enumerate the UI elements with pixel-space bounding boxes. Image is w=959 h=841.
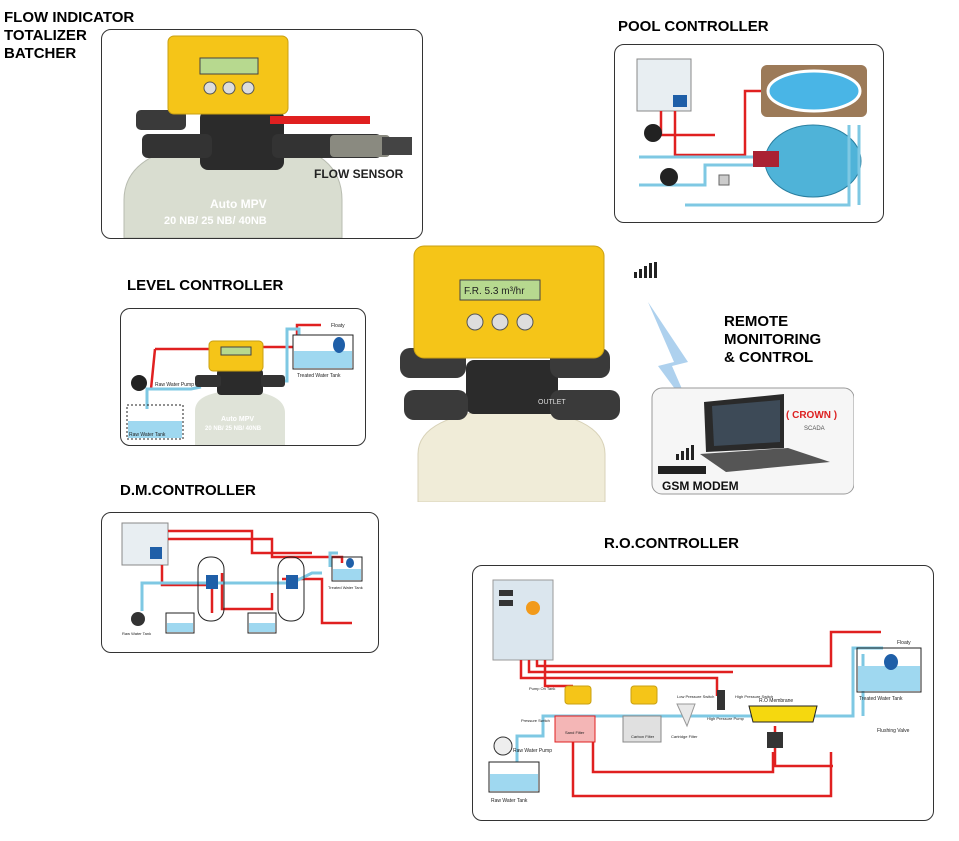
ro-controller-title: R.O.CONTROLLER: [604, 535, 739, 552]
pool-controller-illustration: [636, 58, 867, 207]
display-readout: F.R. 5.3 m³/hr: [464, 286, 525, 297]
crown-brand-label: ( CROWN ): [786, 410, 837, 421]
level-tank-label-2: 20 NB/ 25 NB/ 40NB: [205, 426, 262, 432]
ro-flushing-valve-label: Flushing Valve: [877, 728, 910, 734]
dm-treated-tank-label: Treated Water Tank: [328, 585, 363, 590]
scada-label: SCADA: [804, 426, 825, 432]
gsm-modem-label: GSM MODEM: [662, 479, 739, 493]
ro-cartridge-filter-label: Cartridge Filter: [671, 734, 698, 739]
ro-pump-on-tank-label: Pump On Tank: [529, 686, 555, 691]
center-mpv-unit: OUTLET F.R. 5.3 m³/hr: [400, 244, 625, 503]
remote-monitoring-title: REMOTE MONITORING & CONTROL: [724, 313, 822, 366]
dm-controller-title: D.M.CONTROLLER: [120, 482, 256, 499]
ro-pressure-switch-label: Pressure Switch: [521, 718, 550, 723]
level-floaty-label: Floaty: [331, 323, 345, 329]
pool-controller-panel: [614, 44, 884, 223]
ro-membrane-label: R.O Membrane: [759, 698, 793, 704]
ro-low-pressure-switch-label: Low Pressure Switch: [677, 694, 714, 699]
level-raw-tank-label: Raw Water Tank: [129, 432, 166, 438]
flow-indicator-panel: Auto MPV 20 NB/ 25 NB/ 40NB FLOW SENSOR: [101, 29, 423, 239]
dm-controller-panel: Raw Water Tank Treated Water Tank: [101, 512, 379, 653]
ro-controller-illustration: Floaty Treated Water Tank Flushing Valve…: [488, 579, 922, 804]
level-raw-pump-label: Raw Water Pump: [155, 382, 194, 388]
ro-floaty-label: Floaty: [897, 640, 911, 646]
remote-monitoring-graphic: ( CROWN ) SCADA GSM MODEM: [634, 262, 855, 496]
level-controller-panel: Auto MPV 20 NB/ 25 NB/ 40NB Raw Water Pu…: [120, 308, 366, 446]
dm-raw-tank-label: Raw Water Tank: [122, 631, 151, 636]
ro-raw-pump-label: Raw Water Pump: [513, 748, 552, 754]
signal-icon: [634, 262, 657, 278]
level-treated-tank-label: Treated Water Tank: [297, 373, 341, 379]
pool-controller-title: POOL CONTROLLER: [618, 18, 769, 35]
center-mpv-illustration: OUTLET F.R. 5.3 m³/hr: [400, 245, 620, 503]
level-controller-illustration: Auto MPV 20 NB/ 25 NB/ 40NB Raw Water Pu…: [126, 323, 354, 445]
level-controller-title: LEVEL CONTROLLER: [127, 277, 284, 294]
ro-high-pressure-switch-label: High Pressure Switch: [735, 694, 773, 699]
flow-indicator-title: FLOW INDICATOR TOTALIZER BATCHER: [4, 9, 135, 62]
ro-raw-tank-label: Raw Water Tank: [491, 798, 528, 804]
ro-sand-filter-label: Sand Filter: [565, 730, 585, 735]
ro-treated-tank-label: Treated Water Tank: [859, 696, 903, 702]
tank-label-1: Auto MPV: [210, 197, 267, 211]
modem-signal-icon: [676, 445, 694, 460]
ro-high-pressure-pump-label: High Pressure Pump: [707, 716, 745, 721]
outlet-label: OUTLET: [538, 399, 566, 406]
tank-label-2: 20 NB/ 25 NB/ 40NB: [164, 215, 267, 227]
ro-controller-panel: Floaty Treated Water Tank Flushing Valve…: [472, 565, 934, 821]
dm-controller-illustration: Raw Water Tank Treated Water Tank: [121, 522, 363, 636]
level-tank-label-1: Auto MPV: [221, 416, 254, 423]
flow-sensor-label: FLOW SENSOR: [314, 167, 404, 181]
flow-indicator-illustration: Auto MPV 20 NB/ 25 NB/ 40NB FLOW SENSOR: [123, 35, 412, 238]
remote-illustration: ( CROWN ) SCADA GSM MODEM: [634, 262, 855, 495]
ro-carbon-filter-label: Carbon Filter: [631, 734, 655, 739]
